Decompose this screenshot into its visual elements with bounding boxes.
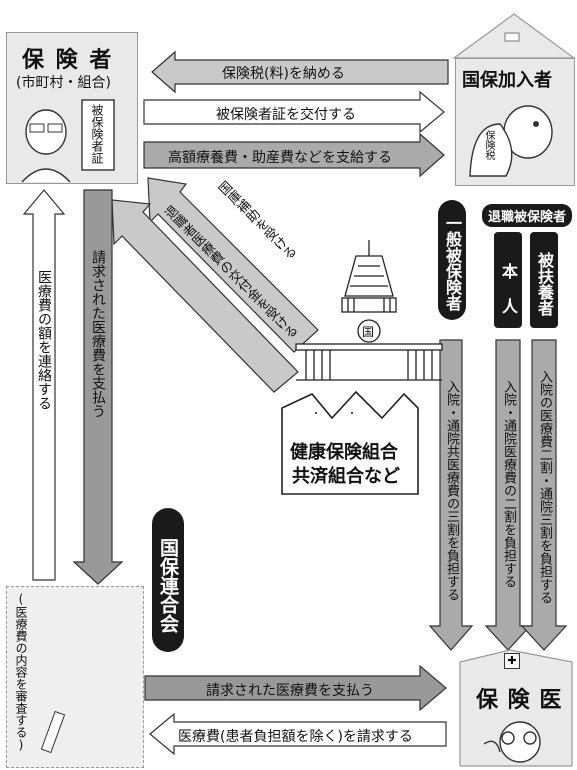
arrow-bottom-pay-right <box>144 664 447 712</box>
arrow-card-right <box>143 90 445 134</box>
arrow-report-up <box>22 189 66 581</box>
arrow-general-down <box>428 339 474 651</box>
arrow-dependent-down <box>520 339 568 651</box>
union-building-outline <box>281 390 419 495</box>
arrow-benefits-right <box>143 132 445 178</box>
arrow-self-down <box>484 339 532 651</box>
billed-pay-label: 請求された医療費を支払う <box>90 250 106 418</box>
union-label-1: 健康保険組合 <box>290 442 398 463</box>
arrow-billed-pay-down <box>72 189 124 585</box>
doctor-title: 保 険 医 <box>476 688 563 713</box>
dependent-pill: 被扶養者 <box>530 232 558 328</box>
arrow-grant-diag <box>111 199 299 393</box>
building-emblem: 国 <box>362 325 375 339</box>
arrow-card-label: 被保険者証を交付する <box>216 107 356 123</box>
federation-box <box>6 586 144 768</box>
member-bag-label: 保険税 <box>483 130 494 160</box>
federation-title: 国保連合会 <box>152 508 184 652</box>
insurer-box <box>6 32 138 184</box>
retired-header: 退職被保険者 <box>482 204 573 227</box>
member-chimney-window <box>504 32 520 42</box>
arrow-bottom-claim-left <box>149 712 447 756</box>
general-copay-label: 入院・通院共医療費の三割を負担する <box>444 380 459 601</box>
insurer-subtitle: (市町村・組合) <box>16 75 111 91</box>
member-title: 国保加入者 <box>462 70 552 91</box>
union-label-2: 共済組合など <box>292 466 400 487</box>
union-roof-marks <box>315 412 353 414</box>
arrow-tax-left <box>151 50 449 94</box>
cross-icon: ✚ <box>504 653 520 669</box>
general-pill: 一般被保険者 <box>438 200 466 320</box>
self-copay-label: 入院・通院医療費の二割を負担する <box>501 380 516 588</box>
arrow-tax-label: 保険税(料)を納める <box>222 66 345 82</box>
insurer-title: 保 険 者 <box>22 48 114 73</box>
dependent-copay-label: 入院の医療費二割・通院三割を負担する <box>537 370 552 604</box>
doctor-building-outline <box>459 649 573 767</box>
federation-review-label: (医療費の内容を審査する) <box>14 592 28 752</box>
report-label: 医療費の額を連絡する <box>36 270 52 410</box>
self-pill: 本 人 <box>494 232 522 328</box>
arrow-benefits-label: 高額療養費・助産費などを支給する <box>168 150 392 166</box>
building-icon <box>295 240 443 381</box>
bottom-pay-label: 請求された医療費を支払う <box>206 683 374 699</box>
insurer-card-text: 被保険者証 <box>90 104 104 164</box>
bottom-claim-label: 医療費(患者負担額を除く)を請求する <box>178 729 413 745</box>
